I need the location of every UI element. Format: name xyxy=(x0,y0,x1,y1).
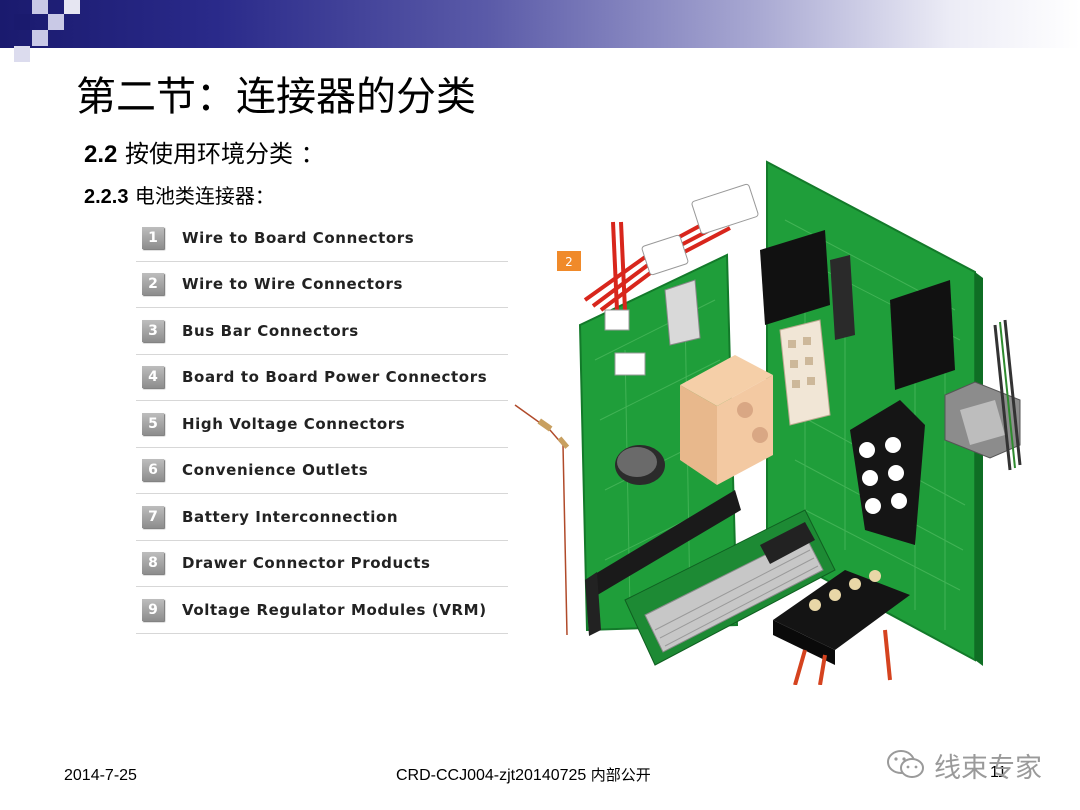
item-number-badge: 7 xyxy=(142,505,164,528)
list-item: 7 Battery Interconnection xyxy=(136,494,508,541)
item-number-badge: 4 xyxy=(142,366,164,389)
list-item: 9 Voltage Regulator Modules (VRM) xyxy=(136,587,508,634)
subsection-number: 2.2.3 xyxy=(84,186,129,208)
callout-badge: 2 xyxy=(557,251,581,271)
subtitle-number: 2.2 xyxy=(84,141,118,168)
list-item: 2 Wire to Wire Connectors xyxy=(136,262,508,308)
left-pcb-board xyxy=(578,253,741,636)
item-number-badge: 8 xyxy=(142,552,164,575)
connector-list: 1 Wire to Board Connectors 2 Wire to Wire … xyxy=(136,215,508,634)
item-label: Wire to Board Connectors xyxy=(182,228,415,247)
white-pin-header xyxy=(779,319,831,426)
list-item: 3 Bus Bar Connectors xyxy=(136,308,508,355)
footer-date: 2014-7-25 xyxy=(64,767,137,784)
watermark: 线束专家 xyxy=(886,740,1066,790)
wechat-icon xyxy=(887,750,924,778)
item-label: Battery Interconnection xyxy=(182,507,399,526)
list-item: 6 Convenience Outlets xyxy=(136,448,508,494)
item-label: Drawer Connector Products xyxy=(182,554,431,573)
subsection-text: 电池类连接器： xyxy=(134,184,275,208)
subsection-heading: 2.2.3 电池类连接器： xyxy=(84,180,275,209)
item-number-badge: 1 xyxy=(142,226,164,249)
item-label: Voltage Regulator Modules (VRM) xyxy=(182,600,487,619)
footer-doc-info: CRD-CCJ004-zjt20140725 内部公开 xyxy=(396,764,651,785)
item-label: Board to Board Power Connectors xyxy=(182,368,488,387)
slide-title: 第二节：连接器的分类 xyxy=(76,74,476,120)
connector-illustration: 2 xyxy=(514,160,1022,685)
item-label: Wire to Wire Connectors xyxy=(182,275,403,294)
header-band xyxy=(0,0,1080,48)
list-item: 4 Board to Board Power Connectors xyxy=(136,355,508,401)
doc-note: 内部公开 xyxy=(590,766,651,784)
item-number-badge: 5 xyxy=(142,412,164,435)
subtitle-text: 按使用环境分类 ： xyxy=(125,140,325,168)
convenience-outlet xyxy=(944,319,1022,471)
coin-battery xyxy=(615,445,665,485)
section-subtitle: 2.2 按使用环境分类 ： xyxy=(84,134,325,169)
black-power-connector-large xyxy=(850,400,925,545)
watermark-text: 线束专家 xyxy=(934,752,1042,784)
item-number-badge: 2 xyxy=(142,273,164,296)
callout-number: 2 xyxy=(565,255,573,269)
header-decoration-squares xyxy=(0,0,90,64)
doc-code: CRD-CCJ004-zjt20140725 xyxy=(396,767,587,784)
beige-connector-block xyxy=(680,355,773,485)
black-power-connector-top xyxy=(760,230,955,390)
item-label: Bus Bar Connectors xyxy=(182,321,359,340)
wire-harness xyxy=(583,183,759,376)
item-label: High Voltage Connectors xyxy=(182,414,406,433)
list-item: 1 Wire to Board Connectors xyxy=(136,215,508,262)
bottom-black-connector xyxy=(773,570,910,685)
item-label: Convenience Outlets xyxy=(182,461,369,480)
page-number: 11 xyxy=(990,764,1007,781)
list-item: 5 High Voltage Connectors xyxy=(136,401,508,448)
vrm-module xyxy=(624,509,836,666)
item-number-badge: 9 xyxy=(142,598,164,621)
item-number-badge: 3 xyxy=(142,319,164,342)
item-number-badge: 6 xyxy=(142,459,164,482)
loose-wire-pin xyxy=(514,404,570,636)
list-item: 8 Drawer Connector Products xyxy=(136,541,508,587)
